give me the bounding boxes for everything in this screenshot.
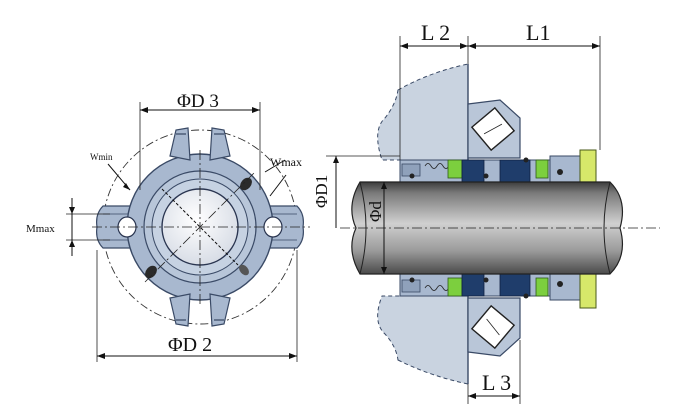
wmax-leader-2 (269, 174, 287, 197)
d3-label: ΦD 3 (177, 91, 219, 112)
mmax-label: Mmax (26, 223, 55, 235)
l1-label: L1 (526, 20, 550, 45)
d2-label: ΦD 2 (168, 334, 212, 356)
stationary-seat-top (467, 99, 521, 159)
l3-label: L 3 (482, 370, 511, 395)
wmax-label: Wmax (270, 155, 302, 169)
wmin-arrow (123, 183, 130, 190)
fork-fingers (169, 127, 231, 327)
shaft-break-right (603, 181, 611, 275)
d1-label: ΦD1 (312, 175, 331, 208)
d-label: Φd (366, 201, 385, 222)
d1-arrow (333, 156, 339, 163)
section-view: ΦD1 Φd L 2 L1 L 3 (312, 20, 660, 404)
wmax-leader (264, 159, 286, 173)
wmin-label: Wmin (90, 152, 113, 162)
front-view: ΦD 3 ΦD 2 Mmax Wmin Wmax (26, 91, 310, 362)
set-screws (145, 177, 252, 279)
l2-label: L 2 (421, 20, 450, 45)
housing-bottom (377, 295, 469, 385)
housing-top (377, 63, 469, 161)
front-diag-centerline (144, 171, 256, 283)
inner-diag-line (161, 188, 239, 266)
stationary-seat-bottom (467, 297, 521, 357)
